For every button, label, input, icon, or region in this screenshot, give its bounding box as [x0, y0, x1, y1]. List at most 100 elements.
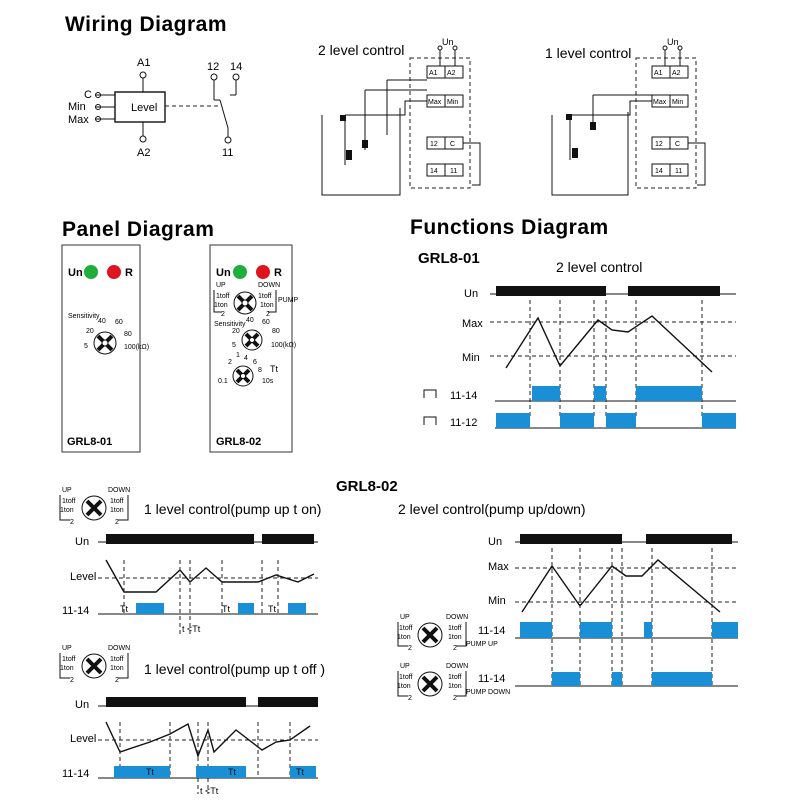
svg-text:1toff: 1toff: [62, 656, 76, 663]
level-module-label: Level: [131, 102, 157, 114]
svg-text:2: 2: [453, 695, 457, 702]
svg-text:DOWN: DOWN: [108, 487, 130, 494]
grl801-model: GRL8-01: [67, 436, 112, 448]
grl802-model: GRL8-02: [216, 436, 261, 448]
svg-text:DOWN: DOWN: [258, 282, 280, 289]
svg-text:Max: Max: [428, 99, 442, 106]
svg-text:12: 12: [430, 141, 438, 148]
svg-text:DOWN: DOWN: [446, 614, 468, 621]
svg-text:Level: Level: [70, 571, 96, 583]
terminal-a2: A2: [137, 147, 150, 159]
svg-text:100(kΩ): 100(kΩ): [271, 342, 296, 349]
sensitivity-knob-802[interactable]: [241, 329, 263, 351]
svg-text:12: 12: [655, 141, 663, 148]
r-led: [107, 265, 121, 279]
svg-text:2: 2: [70, 677, 74, 684]
svg-text:UP: UP: [62, 645, 72, 652]
svg-text:PUMP UP: PUMP UP: [466, 641, 498, 648]
svg-text:Un: Un: [488, 536, 502, 548]
svg-text:1ton: 1ton: [110, 507, 124, 514]
svg-text:60: 60: [115, 319, 123, 326]
svg-text:Tt: Tt: [296, 767, 304, 777]
svg-text:Tt: Tt: [268, 604, 276, 614]
svg-text:Tt: Tt: [270, 364, 278, 374]
wiring-schematic: A1 Level A2 C Min Max 12 14 11: [68, 57, 242, 159]
wiring-title: Wiring Diagram: [65, 13, 227, 36]
svg-text:14: 14: [430, 168, 438, 175]
panel-grl802: Un R UP DOWN PUMP 1toff 1ton 1toff 1ton …: [209, 244, 299, 453]
un-bar-1: [496, 286, 606, 296]
mode-selector-icon-2: UP DOWN 1toff 1ton 1toff 1ton 2 2: [59, 645, 130, 684]
terminal-14: 14: [230, 61, 242, 73]
svg-text:11-14: 11-14: [450, 390, 477, 402]
svg-text:1ton: 1ton: [110, 665, 124, 672]
svg-text:1: 1: [236, 352, 240, 359]
svg-text:2: 2: [408, 645, 412, 652]
mode-selector-icon-3: UP DOWN 1toff 1ton 1toff 1ton 2 2: [397, 614, 468, 652]
svg-text:1ton: 1ton: [397, 683, 411, 690]
svg-text:5: 5: [84, 343, 88, 350]
svg-text:2: 2: [70, 519, 74, 526]
svg-text:11-14: 11-14: [478, 673, 505, 685]
functions-timing: Un Max Min 11-14 11-12: [423, 286, 736, 429]
terminal-11: 11: [222, 147, 233, 159]
svg-text:1toff: 1toff: [258, 293, 272, 300]
svg-text:40: 40: [98, 318, 106, 325]
svg-text:PUMP: PUMP: [278, 297, 299, 304]
mode-selector-icon-1: UP DOWN 1toff 1ton 1toff 1ton 2 2: [59, 487, 130, 526]
timing-two-level-updown: Un Max Min 11-14 PUMP UP 11-14 PUMP DOWN: [466, 534, 738, 696]
svg-text:Un: Un: [68, 267, 83, 279]
svg-text:1ton: 1ton: [448, 683, 462, 690]
svg-text:A2: A2: [447, 70, 456, 77]
svg-text:2: 2: [266, 311, 270, 318]
timing-one-level-off: Un Level 11-14 Tt Tt Tt t <Tt: [62, 697, 318, 796]
two-level-module: [409, 57, 471, 189]
functions-model: GRL8-01: [418, 250, 480, 267]
svg-text:Min: Min: [447, 99, 458, 106]
un-led-802: [233, 265, 247, 279]
svg-text:Un: Un: [464, 288, 478, 300]
svg-text:10s: 10s: [262, 378, 274, 385]
one-level-title: 1 level control: [545, 45, 631, 61]
svg-text:11-14: 11-14: [62, 768, 89, 780]
one-level-on-title: 1 level control(pump up t on): [144, 501, 321, 517]
t-note-1: t <Tt: [182, 624, 201, 634]
svg-text:80: 80: [124, 331, 132, 338]
svg-text:1ton: 1ton: [448, 634, 462, 641]
svg-text:80: 80: [272, 328, 280, 335]
svg-text:Level: Level: [70, 733, 96, 745]
svg-text:1ton: 1ton: [60, 665, 74, 672]
svg-text:11-14: 11-14: [62, 605, 89, 617]
svg-text:1toff: 1toff: [448, 625, 462, 632]
svg-text:Tt: Tt: [146, 767, 154, 777]
svg-text:0.1: 0.1: [218, 378, 228, 385]
svg-text:40: 40: [246, 317, 254, 324]
svg-text:1toff: 1toff: [399, 625, 413, 632]
functions-title: Functions Diagram: [410, 216, 609, 239]
svg-text:Tt: Tt: [228, 767, 236, 777]
two-level-un: Un: [442, 37, 454, 47]
panel-title: Panel Diagram: [62, 218, 214, 241]
svg-text:4: 4: [244, 355, 248, 362]
svg-text:20: 20: [232, 328, 240, 335]
svg-text:11-14: 11-14: [478, 625, 505, 637]
one-level-un: Un: [667, 37, 679, 47]
svg-text:5: 5: [232, 342, 236, 349]
svg-text:DOWN: DOWN: [108, 645, 130, 652]
level-curve: [505, 315, 713, 373]
un-bar-2: [628, 286, 720, 296]
svg-text:1ton: 1ton: [260, 302, 274, 309]
svg-text:A1: A1: [654, 70, 663, 77]
two-level-updown-title: 2 level control(pump up/down): [398, 501, 586, 517]
svg-text:Tt: Tt: [120, 604, 128, 614]
one-level-off-title: 1 level control(pump up t off ): [144, 661, 325, 677]
svg-text:60: 60: [262, 319, 270, 326]
svg-text:UP: UP: [216, 282, 226, 289]
sensitivity-knob[interactable]: [93, 331, 117, 355]
tt-knob[interactable]: [232, 365, 254, 387]
mode-selector-knob[interactable]: [233, 291, 257, 315]
svg-text:1toff: 1toff: [399, 674, 413, 681]
two-level-title: 2 level control: [318, 42, 404, 58]
input-max: Max: [68, 114, 89, 126]
input-c: C: [84, 89, 92, 101]
